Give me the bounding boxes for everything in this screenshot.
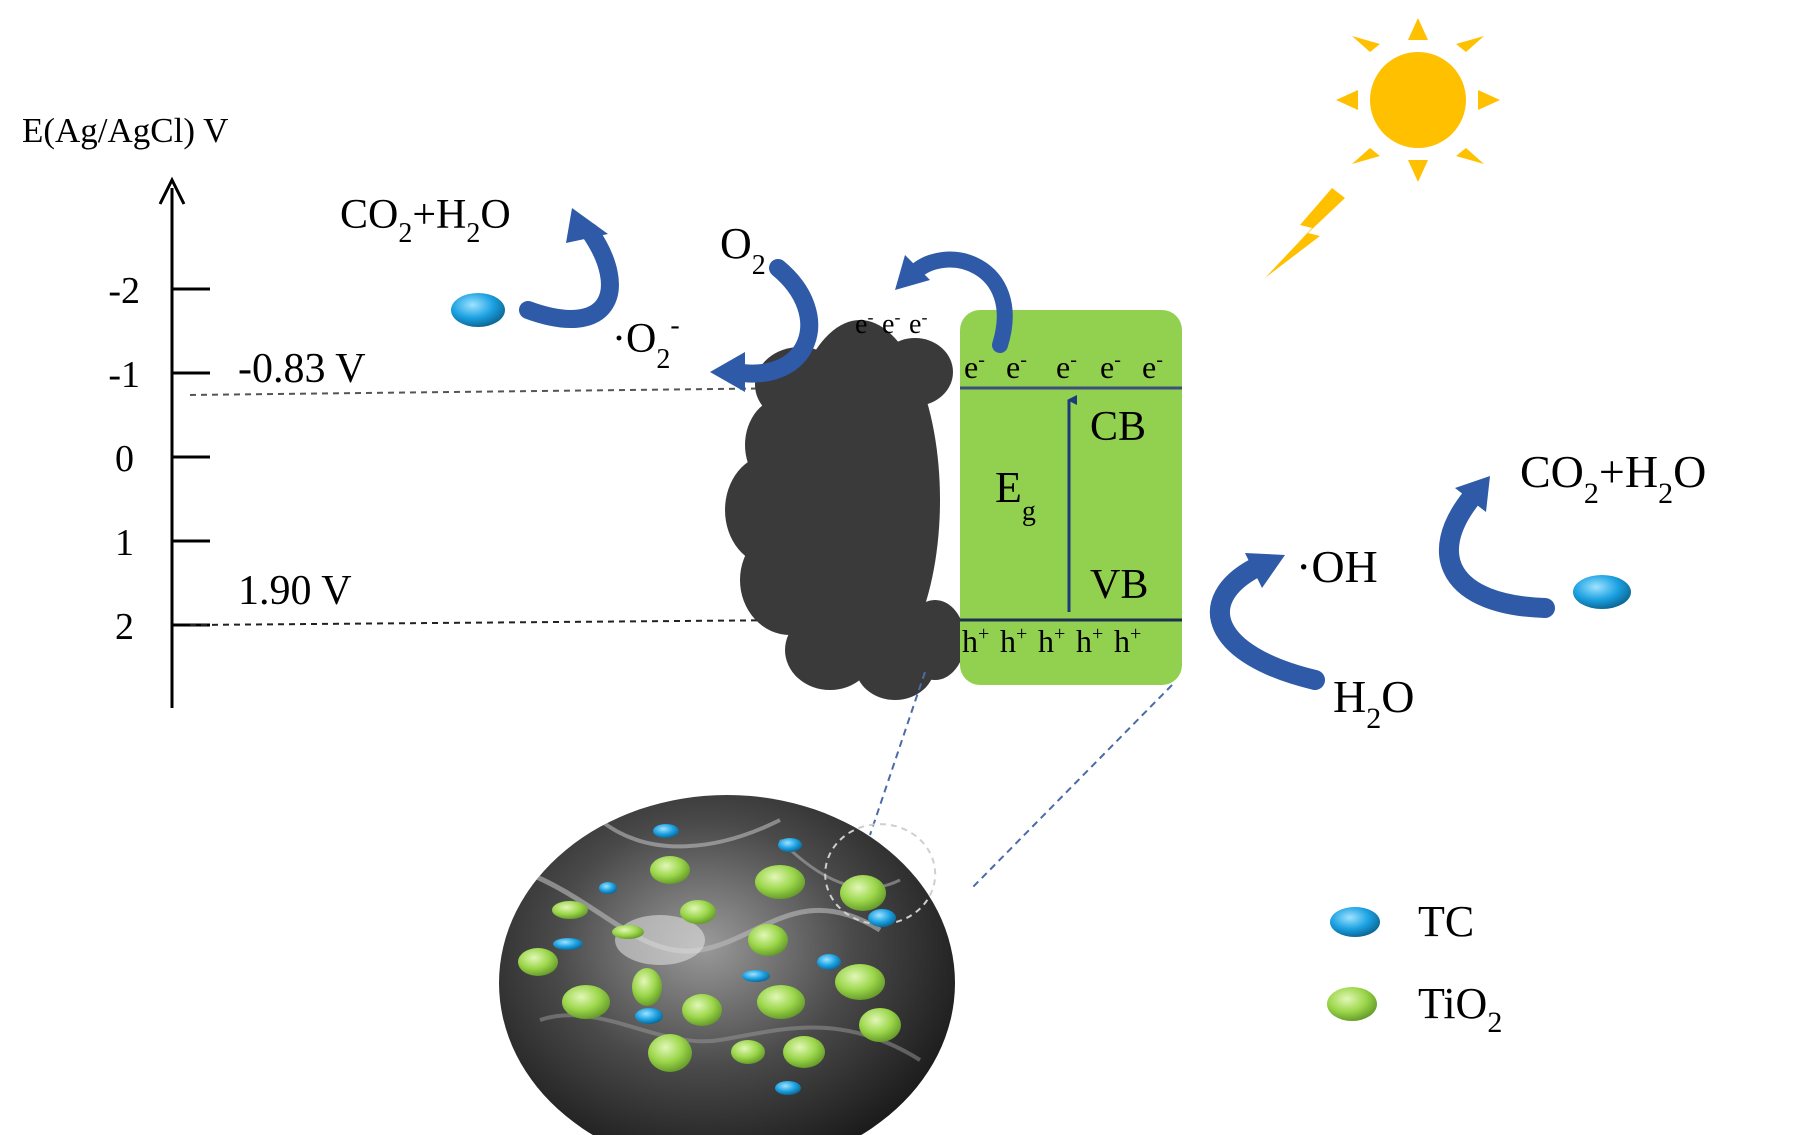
tio2-particle (648, 1034, 692, 1072)
hole: h+ (962, 623, 989, 659)
tio2-particle (518, 948, 558, 976)
tc-molecule (653, 824, 679, 838)
cb-dashed-line (189, 387, 801, 396)
sem-inset (499, 795, 955, 1135)
oh-degradation-arrow (1438, 487, 1555, 618)
tio2-particles (518, 856, 901, 1072)
energy-axis: E(Ag/AgCl) V -2 -1 0 1 2 (22, 111, 228, 708)
electron: e- (1100, 349, 1121, 385)
products-label-right: CO2+H2O (1520, 446, 1706, 510)
tio2-particle (757, 985, 805, 1019)
tc-molecule (1573, 575, 1631, 609)
tio2-particle (859, 1008, 901, 1042)
arrowhead-icon (1455, 476, 1490, 512)
vb-holes: h+ h+ h+ h+ h+ (962, 623, 1141, 659)
cb-electrons: e- e- e- e- e- (964, 349, 1163, 385)
electron: e- (882, 307, 900, 340)
arrowhead-icon (1245, 553, 1285, 588)
tio2-band-box (960, 310, 1182, 685)
tio2-particle (748, 924, 788, 956)
tio2-particle (562, 985, 610, 1019)
vb-label: VB (1090, 562, 1148, 608)
legend-tc-marker (1330, 907, 1380, 937)
zoom-circle (824, 823, 937, 926)
hole: h+ (1000, 623, 1027, 659)
electron: e- (1056, 349, 1077, 385)
sem-image (499, 795, 955, 1135)
tc-molecule (775, 1081, 801, 1095)
electron: e- (964, 349, 985, 385)
legend-tc-label: TC (1418, 897, 1474, 946)
tio2-particle (612, 925, 644, 939)
tio2-particle (680, 900, 716, 924)
vb-potential-label: 1.90 V (238, 568, 352, 614)
legend-tio2-marker (1327, 987, 1377, 1021)
arrowhead-icon (710, 352, 745, 392)
tio2-particle (632, 968, 662, 1006)
reaction-arrows (519, 223, 1555, 690)
products-label-left: CO2+H2O (340, 192, 511, 249)
tick-label: 0 (115, 438, 134, 480)
tio2-particle (650, 856, 690, 884)
hydroxyl-radical-label: ·OH (1296, 541, 1378, 592)
tick-label: -1 (108, 354, 140, 396)
electron: e- (1142, 349, 1163, 385)
tc-molecule (553, 938, 583, 950)
tc-inset-molecules (553, 824, 896, 1095)
tio2-particle (840, 875, 886, 911)
electron: e- (1006, 349, 1027, 385)
tc-molecule (451, 293, 505, 327)
tick-label: 1 (115, 522, 134, 564)
electron: e- (909, 307, 927, 340)
graphene-sheet (725, 320, 965, 700)
lightning-icon (1265, 188, 1345, 278)
tc-molecule (742, 970, 770, 982)
tc-molecule (599, 882, 617, 894)
sun-icon (1336, 18, 1500, 182)
tc-molecule (868, 909, 896, 927)
tio2-particle (755, 865, 805, 899)
legend: TC TiO2 (1327, 897, 1502, 1039)
superoxide-label: ·O2- (612, 310, 680, 375)
arrowhead-icon (566, 208, 608, 243)
axis-label: E(Ag/AgCl) V (22, 111, 228, 150)
hole: h+ (1076, 623, 1103, 659)
electron: e- (855, 307, 873, 340)
tc-molecule (778, 838, 802, 852)
tio2-particle (552, 901, 588, 919)
tio2-particle (783, 1036, 825, 1068)
tick-label: -2 (108, 270, 140, 312)
water-oxidation-arrow (1209, 558, 1325, 690)
arrowheads (566, 208, 1490, 588)
tio2-particle (682, 994, 722, 1026)
superoxide-degradation-arrow (519, 223, 619, 328)
axis-arrowhead-icon (158, 176, 186, 205)
cb-label: CB (1090, 404, 1146, 450)
o2-label: O2 (720, 219, 766, 281)
o2-reduction-arrow (726, 259, 819, 383)
band-gap-label: Eg (995, 463, 1036, 527)
hole: h+ (1038, 623, 1065, 659)
tio2-particle (731, 1040, 765, 1064)
arrowhead-icon (895, 255, 930, 290)
tick-label: 2 (115, 606, 134, 648)
tc-molecule (817, 954, 841, 970)
tc-molecule (635, 1008, 663, 1024)
electron-transfer-arrow (904, 251, 1013, 353)
cb-potential-label: -0.83 V (238, 346, 366, 392)
graphene-electrons: e- e- e- (855, 307, 927, 340)
hole: h+ (1114, 623, 1141, 659)
legend-tio2-label: TiO2 (1418, 979, 1502, 1039)
tio2-particle (835, 964, 885, 1000)
zoom-connector-line (869, 671, 926, 836)
zoom-connector-line (969, 684, 1173, 891)
vb-dashed-line (189, 619, 801, 626)
water-label: H2O (1333, 671, 1414, 735)
